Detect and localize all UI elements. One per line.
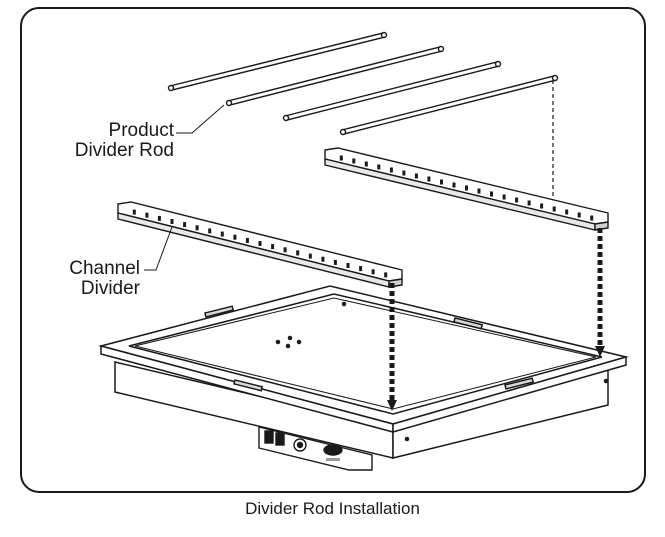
down-arrow-icon [595, 346, 605, 357]
channel-slot [145, 212, 149, 218]
channel-slot [346, 263, 350, 268]
arrow-dash [389, 363, 395, 368]
channel-slot [477, 188, 481, 194]
channel-slot [258, 241, 262, 246]
channel-slot [308, 253, 312, 259]
arrow-dash [597, 284, 603, 289]
channel-slot [208, 228, 212, 234]
brand-badge [323, 444, 343, 456]
product-divider-rod-label: Product Divider Rod [40, 121, 174, 161]
channel-slot [427, 176, 431, 182]
label-line-2: Divider [80, 278, 140, 299]
label-line-1: Product [108, 120, 174, 141]
arrow-dash [389, 323, 395, 328]
channel-slot [296, 250, 300, 256]
channel-slot [132, 209, 136, 215]
channel-slot [364, 161, 368, 167]
arrow-dash [389, 315, 395, 320]
arrow-dash [597, 316, 603, 321]
channel-slot [371, 269, 375, 275]
channel-slot [339, 155, 343, 161]
rod-4 [339, 74, 559, 136]
channel-slot [183, 222, 187, 228]
channel-slot [271, 244, 275, 250]
arrow-dash [597, 260, 603, 265]
arrow-dash [597, 252, 603, 257]
arrow-dash [389, 339, 395, 344]
channel-slot [157, 215, 161, 221]
power-switch [264, 430, 274, 444]
arrow-dash [597, 308, 603, 313]
arrow-dash [389, 307, 395, 312]
arrow-dash [597, 324, 603, 329]
channel-slot [540, 203, 544, 209]
rod-3 [282, 60, 502, 122]
arrow-dash [389, 283, 395, 288]
channel-slot [333, 259, 337, 265]
channel-slot [352, 158, 356, 164]
channel-slot [440, 179, 443, 185]
installation-arrows [387, 228, 605, 411]
channel-divider-left [117, 201, 403, 288]
channel-slot [590, 215, 594, 221]
channel-slot [233, 234, 237, 240]
channel-slot [402, 170, 406, 176]
arrow-dash [597, 276, 603, 281]
channel-slot [527, 200, 531, 206]
arrow-dash [389, 387, 395, 392]
channel-slot [490, 191, 493, 197]
arrow-dash [597, 236, 603, 241]
arrow-dash [389, 291, 395, 296]
channel-slot [552, 206, 556, 212]
arrow-dash [389, 299, 395, 304]
arrow-dash [597, 244, 603, 249]
channel-slot [577, 212, 581, 218]
rod-1 [167, 31, 388, 92]
channel-slot [283, 247, 287, 253]
channel-slot [452, 182, 456, 188]
channel-slot [321, 256, 325, 262]
channel-slot [359, 266, 363, 272]
channel-divider-upper [324, 147, 609, 231]
arrow-dash [597, 292, 603, 297]
upper-channel-slots [339, 155, 594, 221]
channel-slot [195, 225, 199, 231]
channel-slot [377, 164, 381, 170]
arrow-dash [389, 355, 395, 360]
channel-slot [389, 167, 393, 173]
label-line-2: Divider Rod [74, 140, 174, 161]
rod-2 [225, 45, 445, 107]
arrow-dash [597, 300, 603, 305]
arrow-dash [597, 268, 603, 273]
arrow-dash [597, 228, 603, 233]
arrow-dash [597, 332, 603, 337]
channel-divider-label: Channel Divider [36, 259, 140, 299]
arrow-dash [389, 395, 395, 400]
down-arrow-icon [387, 400, 397, 411]
channel-slot [515, 197, 519, 203]
rod-leader-line [176, 104, 225, 134]
channel-slot [465, 185, 468, 191]
figure-caption: Divider Rod Installation [245, 499, 420, 518]
channel-slot [384, 272, 388, 278]
channel-slot [220, 231, 224, 237]
arrow-dash [597, 340, 603, 345]
arrow-dash [389, 371, 395, 376]
channel-leader-line [144, 226, 173, 271]
well-frame [98, 285, 629, 459]
channel-slot [502, 194, 506, 200]
left-channel-slots [132, 209, 388, 278]
channel-slot [565, 209, 569, 215]
control-panel [258, 426, 373, 471]
label-line-1: Channel [69, 258, 140, 279]
arrow-dash [389, 331, 395, 336]
channel-slot [414, 173, 418, 179]
channel-slot [170, 219, 174, 224]
product-divider-rods [167, 31, 559, 136]
arrow-dash [389, 379, 395, 384]
channel-slot [245, 237, 249, 243]
arrow-dash [389, 347, 395, 352]
power-switch [275, 432, 285, 446]
